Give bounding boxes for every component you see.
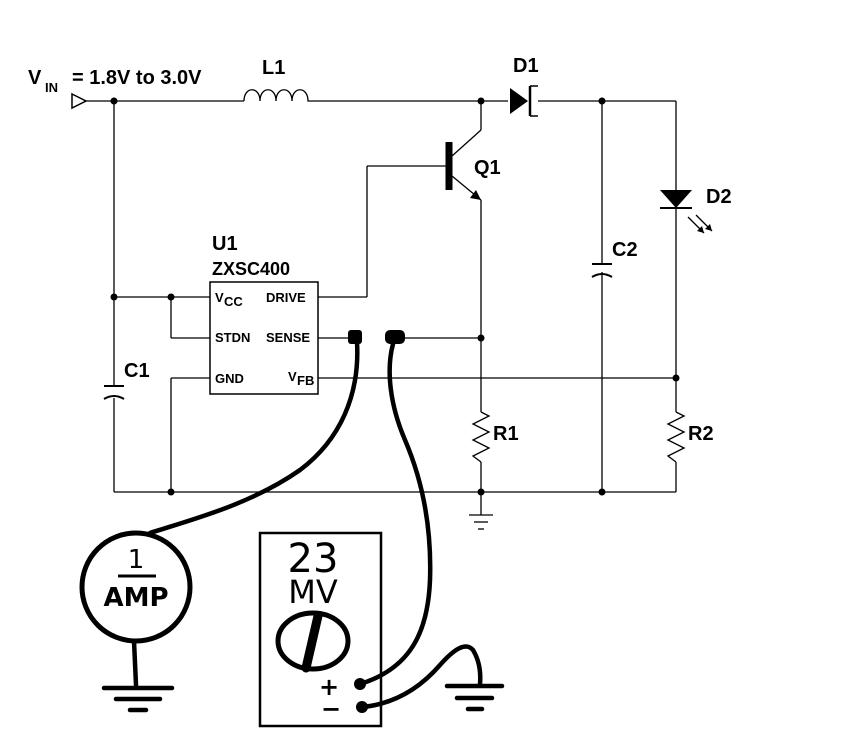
wires bbox=[84, 100, 677, 515]
vin-label: V bbox=[28, 67, 42, 89]
voltmeter-plus-label: + bbox=[319, 673, 339, 701]
pin-vcc-sub: CC bbox=[224, 294, 243, 309]
voltmeter-value: 23 bbox=[288, 536, 339, 582]
voltmeter-unit: MV bbox=[288, 573, 338, 611]
resistor-r1: R1 bbox=[471, 411, 519, 463]
u1-label: U1 bbox=[212, 233, 238, 255]
r2-label: R2 bbox=[688, 423, 714, 445]
led-d2: D2 bbox=[660, 186, 732, 234]
junctions bbox=[110, 97, 680, 496]
capacitor-c2: C2 bbox=[591, 239, 638, 278]
r1-label: R1 bbox=[493, 423, 519, 445]
pin-vfb-sub: FB bbox=[297, 373, 314, 388]
ic-u1: U1 ZXSC400 V CC DRIVE STDN SENSE GND V F… bbox=[209, 233, 319, 395]
d2-label: D2 bbox=[706, 186, 732, 208]
diode-d1: D1 bbox=[510, 55, 539, 117]
vin-range: = 1.8V to 3.0V bbox=[72, 67, 202, 89]
transistor-q1: Q1 bbox=[445, 129, 501, 201]
pin-sense-label: SENSE bbox=[266, 330, 310, 345]
voltmeter: 23 MV + − bbox=[258, 531, 383, 728]
c1-label: C1 bbox=[124, 360, 150, 382]
pin-vfb-label: V bbox=[288, 369, 297, 384]
voltmeter-minus-label: − bbox=[321, 695, 341, 723]
c2-label: C2 bbox=[612, 239, 638, 261]
ammeter-value: 1 bbox=[128, 545, 145, 575]
pin-drive-label: DRIVE bbox=[266, 290, 306, 305]
ammeter-unit: AMP bbox=[103, 583, 168, 613]
resistor-r2: R2 bbox=[666, 411, 714, 463]
u1-part-label: ZXSC400 bbox=[212, 259, 290, 279]
d1-label: D1 bbox=[513, 55, 539, 77]
voltmeter-ground-icon bbox=[444, 683, 505, 712]
voltmeter-minus-lead bbox=[359, 644, 483, 710]
ground-symbol bbox=[469, 514, 493, 530]
voltmeter-plus-terminal bbox=[354, 678, 366, 690]
voltmeter-plus-lead bbox=[357, 341, 433, 687]
ammeter-lead bbox=[147, 339, 360, 536]
l1-label: L1 bbox=[262, 57, 285, 79]
vin-terminal: V IN = 1.8V to 3.0V bbox=[28, 67, 202, 110]
vin-label-sub: IN bbox=[45, 80, 58, 95]
capacitor-c1: C1 bbox=[103, 360, 150, 400]
pin-stdn-label: STDN bbox=[215, 330, 250, 345]
q1-label: Q1 bbox=[474, 157, 501, 179]
inductor-l1: L1 bbox=[243, 57, 312, 102]
pin-vcc-label: V bbox=[215, 290, 224, 305]
pin-gnd-label: GND bbox=[215, 371, 244, 386]
ammeter: 1 AMP bbox=[79, 530, 193, 713]
voltmeter-minus-terminal bbox=[356, 701, 368, 713]
